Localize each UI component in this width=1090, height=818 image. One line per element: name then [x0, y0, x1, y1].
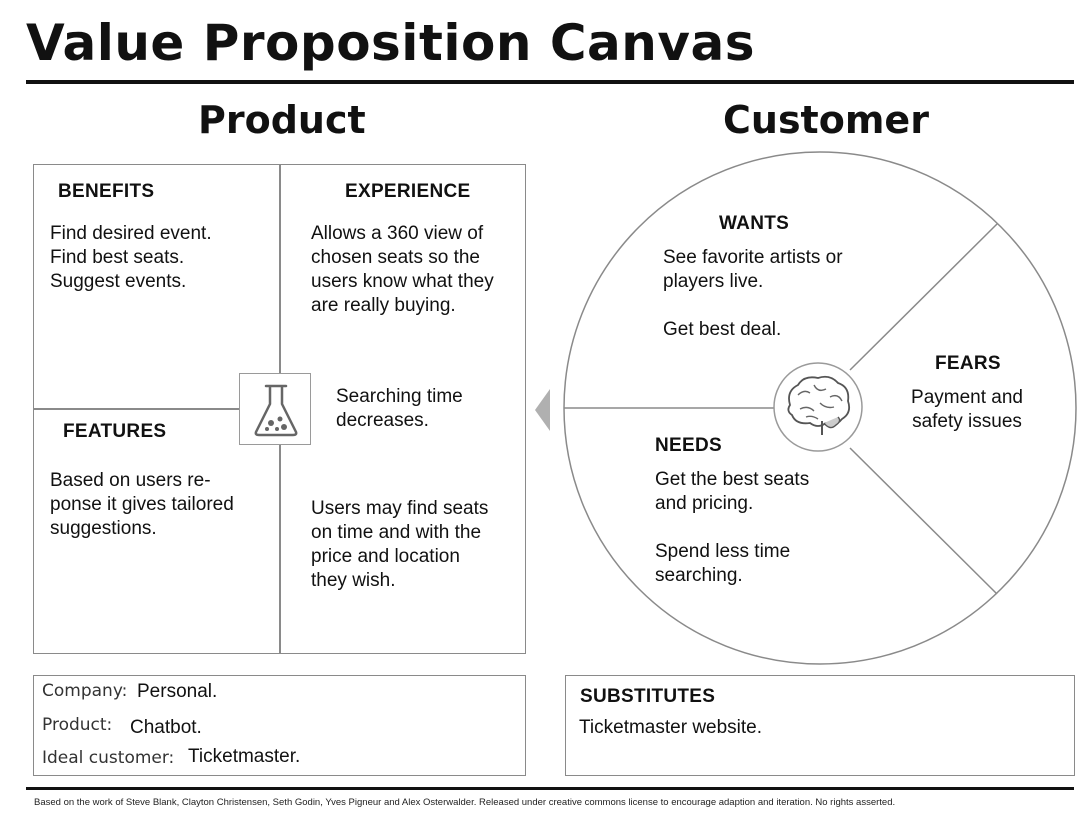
info-box — [33, 675, 526, 776]
features-title: FEATURES — [63, 421, 167, 442]
footer-divider — [26, 787, 1074, 790]
fears-title: FEARS — [935, 353, 1001, 374]
wants-title: WANTS — [719, 213, 790, 234]
product-horizontal-divider — [33, 408, 239, 410]
experience-title: EXPERIENCE — [345, 181, 471, 202]
page-title: Value Proposition Canvas — [26, 14, 755, 72]
product-heading: Product — [198, 98, 366, 142]
ideal-customer-label: Ideal customer: — [42, 748, 175, 768]
experience-text: Allows a 360 view of chosen seats so the… — [311, 223, 494, 316]
ideal-customer-value: Ticketmaster. — [188, 746, 301, 767]
substitutes-title: SUBSTITUTES — [580, 686, 716, 707]
flask-icon — [239, 373, 311, 445]
company-value: Personal. — [137, 681, 218, 702]
company-label: Company: — [42, 681, 128, 701]
fit-arrow-icon — [535, 389, 550, 431]
benefits-text: Find desired event. Find best seats. Sug… — [50, 223, 212, 292]
brain-icon — [773, 362, 863, 452]
title-divider — [26, 80, 1074, 84]
product-label: Product: — [42, 715, 113, 735]
center-right-text: Searching time decreases. — [336, 386, 463, 431]
footer-credits: Based on the work of Steve Blank, Clayto… — [34, 797, 896, 808]
product-value: Chatbot. — [130, 717, 202, 738]
needs-text: Get the best seats and pricing. Spend le… — [655, 469, 810, 586]
bottom-right-text: Users may find seats on time and with th… — [311, 498, 489, 591]
customer-heading: Customer — [723, 98, 929, 142]
needs-title: NEEDS — [655, 435, 722, 456]
substitutes-box — [565, 675, 1075, 776]
fears-text: Payment and safety issues — [911, 387, 1023, 432]
wants-text: See favorite artists or players live. Ge… — [663, 247, 843, 340]
flask-icon-graphic — [254, 384, 298, 437]
benefits-title: BENEFITS — [58, 181, 155, 202]
substitutes-text: Ticketmaster website. — [579, 717, 763, 738]
features-text: Based on users re- ponse it gives tailor… — [50, 470, 234, 539]
